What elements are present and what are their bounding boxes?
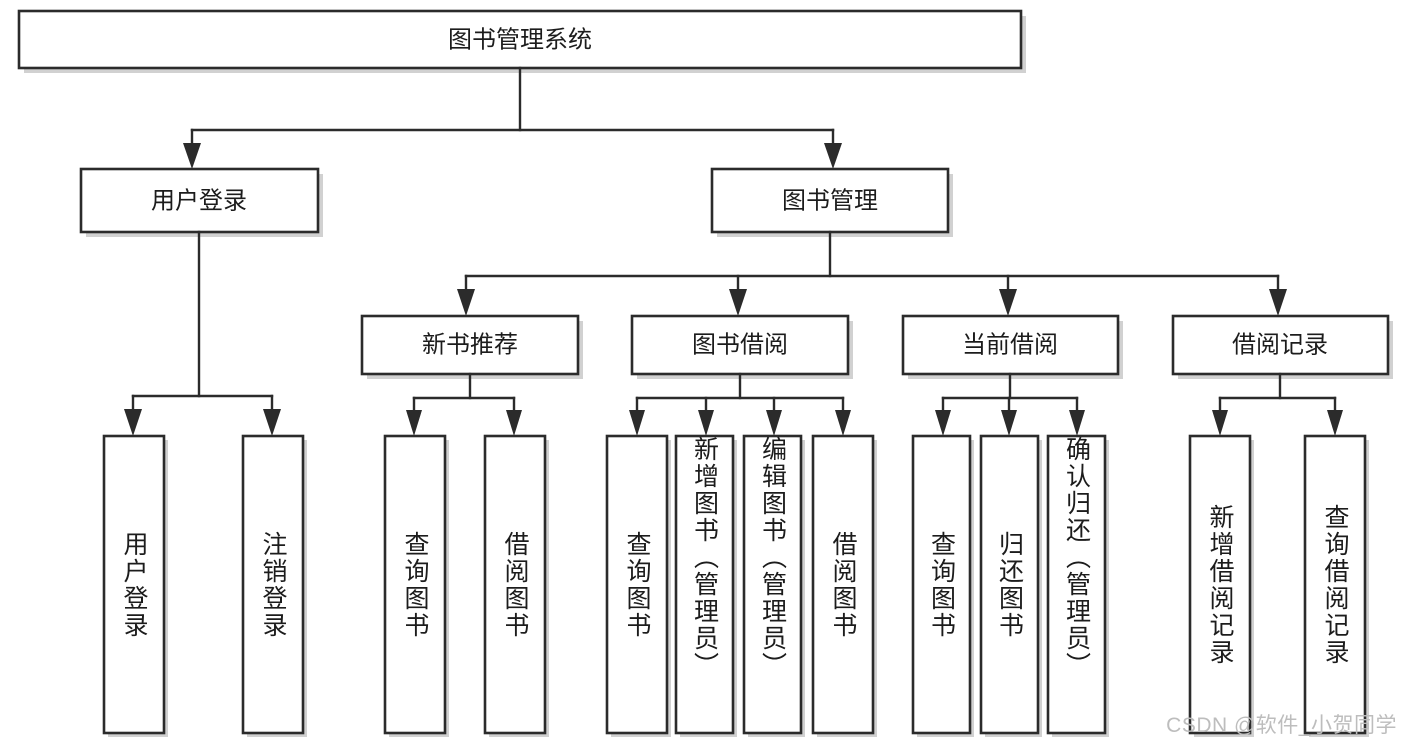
arrow-to-book-borrow	[729, 289, 747, 316]
arrow-bb-leaf-4	[835, 410, 851, 436]
current-borrow-box	[901, 314, 1120, 376]
node-book-borrow: 图书借阅	[630, 314, 853, 379]
root-label: 图书管理系统	[448, 26, 592, 53]
node-root: 图书管理系统	[17, 9, 1026, 73]
connector-user-login-to-leaves	[124, 230, 281, 436]
node-book-management: 图书管理	[710, 167, 953, 237]
borrow-record-box	[1171, 314, 1390, 376]
connector-root-to-level2	[183, 66, 842, 169]
leaf-box-book-borrow-3	[742, 434, 803, 735]
arrow-cb-leaf-2	[1001, 410, 1017, 436]
arrow-cb-leaf-3	[1069, 410, 1085, 436]
user-login-label: 用户登录	[151, 187, 247, 214]
arrow-to-leaf-user-login	[124, 409, 142, 436]
arrow-to-book-mgmt	[824, 143, 842, 169]
leaf-group-book-borrow	[605, 434, 877, 737]
arrow-bb-leaf-2	[698, 410, 714, 436]
leaf-group-current-borrow	[911, 434, 1109, 737]
leaf-box-current-borrow-2	[979, 434, 1040, 735]
connector-borrow-record-to-leaves	[1212, 372, 1343, 436]
arrow-to-user-login	[183, 143, 201, 169]
user-login-box	[79, 167, 320, 234]
leaf-box-current-borrow-1	[911, 434, 972, 735]
leaf-box-borrow-record-2	[1303, 434, 1367, 735]
arrow-to-borrow-record	[1269, 289, 1287, 316]
connector-book-mgmt-to-level3	[457, 230, 1287, 316]
node-current-borrow: 当前借阅	[901, 314, 1123, 379]
arrow-br-leaf-1	[1212, 410, 1228, 436]
leaf-box-book-borrow-4	[811, 434, 875, 735]
node-new-book-recommend: 新书推荐	[360, 314, 583, 379]
arrow-to-new-book	[457, 289, 475, 316]
current-borrow-label: 当前借阅	[962, 331, 1058, 358]
connector-current-borrow-to-leaves	[935, 372, 1085, 436]
connector-book-borrow-to-leaves	[629, 372, 851, 436]
book-borrow-label: 图书借阅	[692, 331, 788, 358]
leaf-box-book-borrow-1	[605, 434, 669, 735]
borrow-record-label: 借阅记录	[1232, 331, 1328, 358]
arrow-cb-leaf-1	[935, 410, 951, 436]
arrow-br-leaf-2	[1327, 410, 1343, 436]
root-box	[17, 9, 1023, 70]
arrow-nb-leaf-2	[506, 410, 522, 436]
arrow-to-current-borrow	[999, 289, 1017, 316]
arrow-bb-leaf-3	[766, 410, 782, 436]
node-borrow-record: 借阅记录	[1171, 314, 1393, 379]
connector-new-book-to-leaves	[406, 372, 522, 436]
leaf-box-user-login-2	[241, 434, 305, 735]
node-user-login: 用户登录	[79, 167, 323, 237]
leaf-box-new-book-2	[483, 434, 547, 735]
new-book-recommend-box	[360, 314, 580, 376]
leaf-box-book-borrow-2	[674, 434, 735, 735]
arrow-to-leaf-logout	[263, 409, 281, 436]
arrow-nb-leaf-1	[406, 410, 422, 436]
leaf-group-user-login	[102, 434, 307, 737]
leaf-box-current-borrow-3	[1046, 434, 1107, 735]
book-management-label: 图书管理	[782, 187, 878, 214]
leaf-box-user-login-1	[102, 434, 166, 735]
leaf-box-new-book-1	[383, 434, 447, 735]
leaf-group-borrow-record	[1188, 434, 1369, 737]
leaf-group-new-book	[383, 434, 549, 737]
leaf-box-borrow-record-1	[1188, 434, 1252, 735]
new-book-recommend-label: 新书推荐	[422, 331, 518, 358]
watermark: CSDN @软件_小贺同学	[1166, 714, 1397, 737]
arrow-bb-leaf-1	[629, 410, 645, 436]
